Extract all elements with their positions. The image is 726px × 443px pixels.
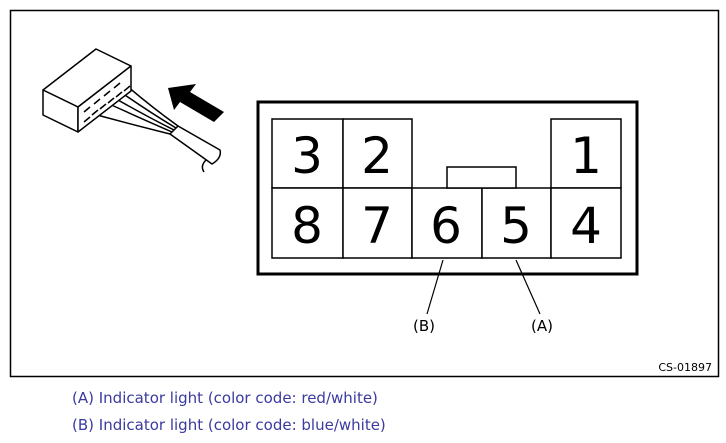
connector-illustration — [42, 48, 222, 173]
pin-number-6: 6 — [430, 197, 462, 255]
pin-cell-3 — [271, 118, 344, 189]
pin-number-8: 8 — [291, 197, 323, 255]
connector-face: 3 2 1 8 7 6 5 4 — [256, 100, 639, 276]
callout-label-b: (B) — [413, 317, 435, 335]
leader-line-a — [515, 259, 541, 315]
locking-tab — [446, 166, 517, 189]
leader-line-b — [426, 259, 444, 315]
figure-frame — [9, 9, 720, 378]
pin-number-3: 3 — [291, 127, 323, 185]
pin-cell-6 — [411, 187, 483, 259]
legend-item-a: (A) Indicator light (color code: red/whi… — [72, 389, 378, 407]
legend-item-b: (B) Indicator light (color code: blue/wh… — [72, 416, 386, 434]
legend-text-b: Indicator light (color code: blue/white) — [98, 416, 386, 434]
pin-number-1: 1 — [570, 127, 602, 185]
callout-label-a: (A) — [531, 317, 553, 335]
pin-cell-4 — [550, 187, 622, 259]
legend-text-a: Indicator light (color code: red/white) — [98, 389, 378, 407]
figure-code: CS-01897 — [658, 361, 712, 374]
direction-arrow — [168, 84, 224, 122]
legend-tag-b: (B) — [72, 416, 94, 434]
pin-number-2: 2 — [361, 127, 393, 185]
pin-number-4: 4 — [570, 197, 602, 255]
pin-number-5: 5 — [500, 197, 532, 255]
pin-cell-8 — [271, 187, 344, 259]
legend-tag-a: (A) — [72, 389, 94, 407]
pin-number-7: 7 — [361, 197, 393, 255]
pin-cell-5 — [481, 187, 552, 259]
